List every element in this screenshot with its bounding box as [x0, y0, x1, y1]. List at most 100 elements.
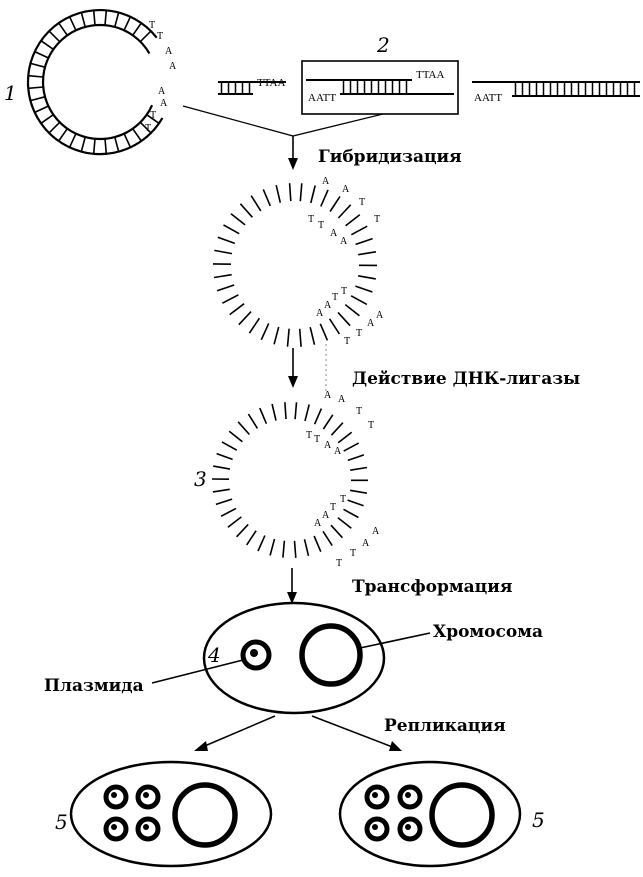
- base-pair-rung: [269, 538, 276, 556]
- base-letter: T: [340, 494, 346, 505]
- base-pair-rung: [357, 275, 376, 280]
- base-letter: T: [350, 548, 356, 559]
- base-pair-rung: [248, 317, 261, 334]
- base-pair-rung: [68, 133, 77, 148]
- base-letter: A: [322, 176, 330, 187]
- base-pair-rung: [257, 535, 266, 552]
- stage-number-1: 1: [4, 81, 17, 105]
- base-pair-rung: [349, 489, 368, 494]
- base-pair-rung: [104, 138, 108, 154]
- base-pair-rung: [273, 326, 280, 345]
- base-pair-rung: [239, 203, 253, 218]
- base-pair-rung: [132, 128, 142, 142]
- base-letter: A: [340, 236, 348, 247]
- chromosome-label: Хромосома: [433, 622, 543, 642]
- sticky-end-label: AATT: [474, 92, 502, 104]
- base-pair-rung: [355, 237, 373, 246]
- plasmid-sticky-end-bottom: A A T T: [145, 86, 168, 134]
- base-pair-rung: [329, 195, 341, 212]
- base-pair-rung: [282, 540, 286, 558]
- base-pair-rung: [330, 524, 343, 539]
- replication-arrows: [194, 715, 402, 751]
- base-letter: A: [324, 300, 332, 311]
- down-arrow: [288, 344, 327, 394]
- stage-number-3: 3: [194, 467, 207, 491]
- base-letter: A: [372, 526, 380, 537]
- base-pair-rung: [343, 508, 359, 519]
- base-pair-rung: [123, 16, 132, 31]
- base-pair-rung: [80, 12, 86, 28]
- stage-number-5-left: 5: [55, 810, 68, 834]
- base-pair-rung: [337, 204, 352, 219]
- base-pair-rung: [347, 499, 364, 507]
- step-label-transformation: Трансформация: [352, 577, 512, 597]
- base-pair-rung: [313, 408, 323, 425]
- stage-number-2: 2: [376, 33, 390, 57]
- hybridized-plasmid: [212, 183, 378, 347]
- plasmid-leader-line: [151, 659, 244, 684]
- base-pair-rung: [337, 311, 351, 327]
- base-pair-rung: [345, 214, 361, 227]
- base-pair-rung: [299, 183, 303, 202]
- base-letter: A: [324, 440, 332, 451]
- base-pair-rung: [114, 136, 120, 152]
- base-pair-rung: [350, 466, 368, 471]
- base-letter: A: [314, 518, 322, 529]
- base-pair-rung: [313, 535, 322, 553]
- base-pair-rung: [213, 465, 231, 470]
- base-letter: T: [336, 558, 342, 569]
- base-letter: T: [332, 292, 338, 303]
- base-letter: T: [368, 420, 374, 431]
- ligated-junction-top: A A T T T T A A: [306, 390, 374, 457]
- junction-bases-top: A A T T T T A A: [308, 176, 380, 247]
- sticky-end-label: TTAA: [416, 69, 445, 81]
- base-pair-rung: [350, 295, 368, 306]
- base-pair-rung: [48, 30, 61, 43]
- merge-arrow: [182, 105, 384, 170]
- base-pair-rung: [237, 421, 250, 436]
- base-pair-rung: [30, 96, 46, 102]
- plasmid-in-cell: [240, 639, 272, 671]
- base-pair-rung: [322, 414, 334, 430]
- base-pair-rung: [293, 540, 297, 558]
- base-pair-rung: [212, 488, 230, 493]
- base-pair-rung: [344, 303, 360, 317]
- base-letter: A: [338, 394, 346, 405]
- base-pair-rung: [288, 183, 292, 202]
- base-letter: T: [318, 220, 324, 231]
- base-pair-rung: [139, 30, 152, 43]
- base-pair-rung: [216, 452, 233, 461]
- base-pair-rung: [320, 189, 329, 207]
- base-letter: A: [334, 446, 342, 457]
- base-letter: T: [341, 286, 347, 297]
- base-letter: T: [374, 214, 380, 225]
- excised-fragment-box: [301, 60, 459, 115]
- step-label-hybridization: Гибридизация: [318, 147, 462, 167]
- base-pair-rung: [227, 516, 242, 528]
- base-pair-rung: [228, 430, 243, 443]
- base-letter: T: [308, 214, 314, 225]
- base-pair-rung: [214, 249, 233, 255]
- base-pair-rung: [229, 303, 245, 316]
- base-pair-rung: [34, 105, 49, 114]
- base-letter: A: [324, 390, 332, 401]
- base-letter: T: [356, 328, 362, 339]
- base-letter: T: [359, 197, 365, 208]
- sticky-end-label: TTAA: [257, 77, 286, 89]
- base-letter: A: [322, 510, 330, 521]
- base-pair-rung: [58, 22, 68, 36]
- step-label-replication: Репликация: [384, 716, 506, 736]
- base-pair-rung: [330, 422, 344, 436]
- base-pair-rung: [284, 402, 287, 420]
- base-pair-rung: [28, 86, 44, 90]
- stage-number-5-right: 5: [532, 808, 545, 832]
- base-pair-rung: [213, 273, 232, 279]
- dna-strand-inner: [41, 23, 154, 141]
- base-pair-rung: [215, 498, 233, 506]
- base-pair-rung: [236, 523, 249, 538]
- chromosome-ring: [299, 623, 363, 687]
- base-pair-rung: [139, 121, 152, 134]
- base-pair-rung: [319, 323, 329, 341]
- base-pair-rung: [309, 327, 316, 345]
